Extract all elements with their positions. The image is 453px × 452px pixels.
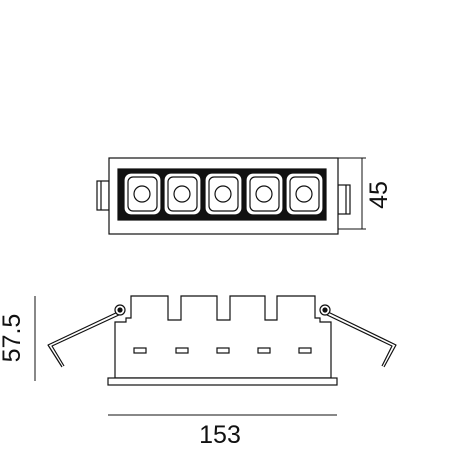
side-view xyxy=(47,295,397,386)
lens-cell xyxy=(163,172,202,216)
dimension-label-45: 45 xyxy=(365,181,393,209)
dimension-label-57-5: 57.5 xyxy=(0,314,26,363)
lens-cell xyxy=(245,172,284,216)
vent-slot xyxy=(133,347,147,354)
left-pivot-hole xyxy=(117,307,123,313)
lens-cell xyxy=(123,172,162,216)
dimension-45 xyxy=(338,157,366,230)
vent-slot xyxy=(298,347,312,354)
vent-slot xyxy=(216,347,230,354)
top-view-right-clip xyxy=(337,184,351,215)
lens-cell xyxy=(285,172,324,216)
trim-flange xyxy=(107,377,338,386)
lens-cell xyxy=(204,172,243,216)
vent-slot xyxy=(175,347,189,354)
top-view xyxy=(96,157,351,235)
dimension-label-153: 153 xyxy=(199,421,241,449)
right-spring-wire-inner xyxy=(324,313,393,367)
left-spring-wire-inner xyxy=(51,313,122,367)
right-spring-wire xyxy=(325,310,397,368)
left-spring-wire xyxy=(47,310,121,368)
housing-body xyxy=(114,295,332,379)
right-pivot-hole xyxy=(322,307,328,313)
top-view-left-clip xyxy=(96,180,110,211)
vent-slot xyxy=(257,347,271,354)
